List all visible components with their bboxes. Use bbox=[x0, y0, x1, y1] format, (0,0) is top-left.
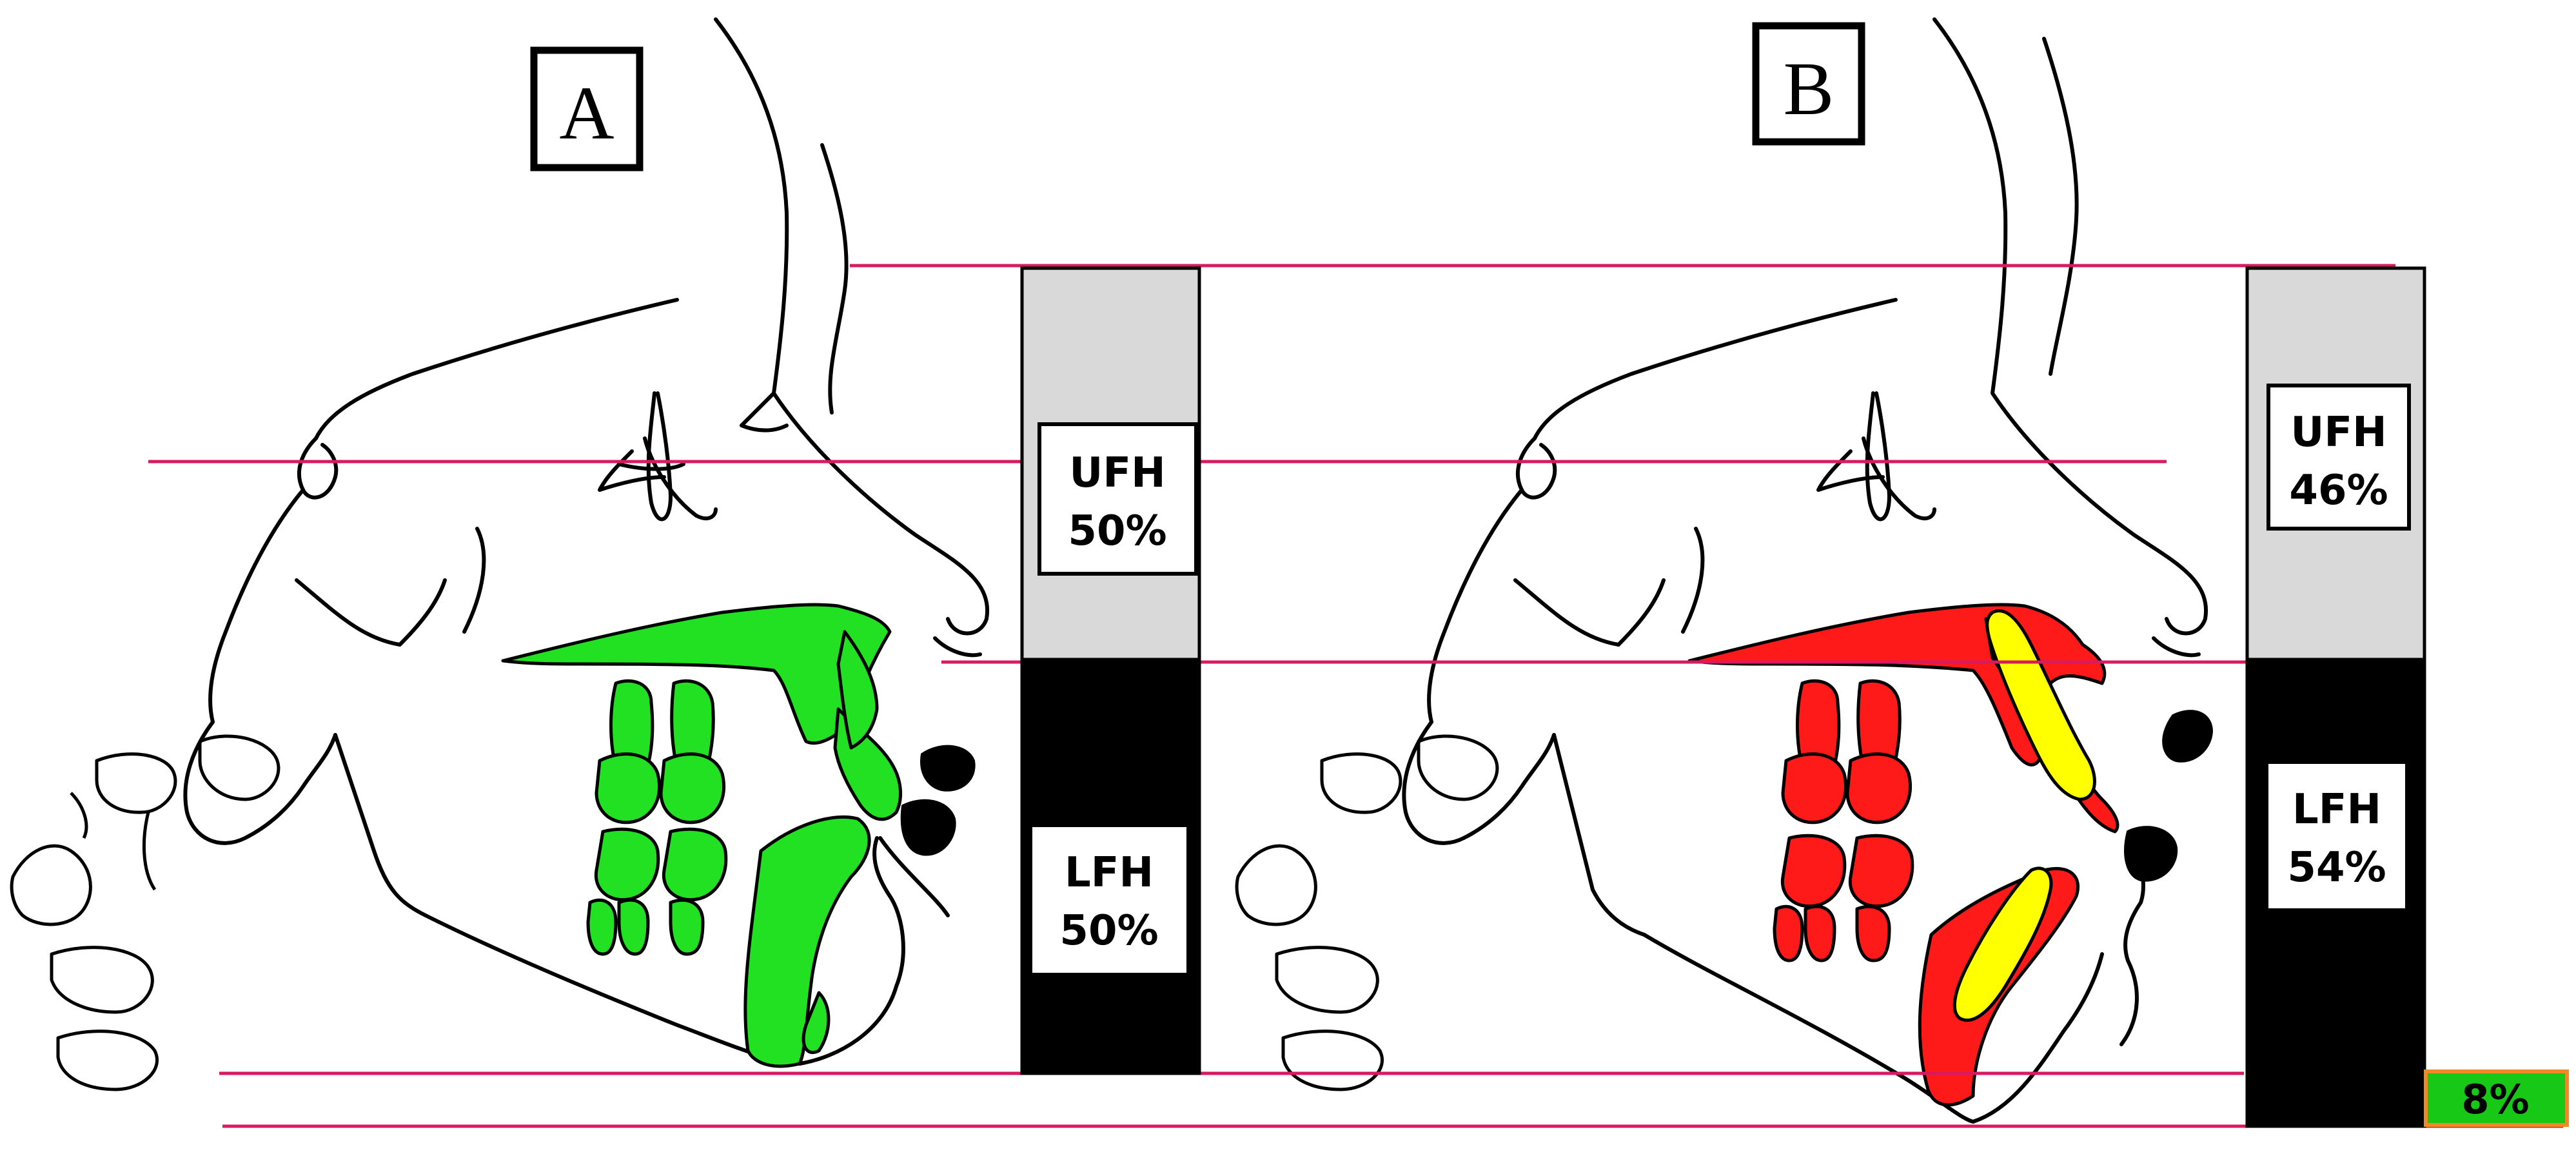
panel-b-skull-outline bbox=[1402, 17, 2208, 1124]
lfh-label-b-name: LFH bbox=[2292, 786, 2381, 834]
panel-a-letter: A bbox=[559, 71, 614, 155]
proportion-bar-a: UFH 50% LFH 50% bbox=[1020, 266, 1201, 1075]
lfh-label-b: LFH 54% bbox=[2265, 760, 2409, 912]
difference-value: 8% bbox=[2461, 1076, 2529, 1123]
lfh-label-a-name: LFH bbox=[1065, 849, 1154, 897]
lfh-label-a: LFH 50% bbox=[1028, 823, 1190, 977]
panel-a-skull-outline bbox=[183, 17, 990, 1066]
lfh-label-a-value: 50% bbox=[1059, 907, 1158, 955]
ufh-label-b: UFH 46% bbox=[2266, 384, 2411, 531]
ufh-label-b-value: 46% bbox=[2289, 467, 2388, 514]
panel-a-vertebrae bbox=[10, 734, 280, 1091]
panel-b-vertebrae bbox=[1235, 734, 1499, 1091]
difference-badge: 8% bbox=[2424, 1069, 2569, 1127]
panel-b-letter: B bbox=[1784, 46, 1834, 131]
panel-a-skeleton-green bbox=[501, 603, 903, 1068]
lfh-label-b-value: 54% bbox=[2287, 844, 2386, 892]
panel-b: B bbox=[1235, 17, 2214, 1124]
panel-b-letter-box: B bbox=[1752, 22, 1865, 146]
reference-lines bbox=[148, 264, 2563, 1128]
panel-b-overlay-yellow bbox=[1952, 609, 2096, 1022]
ufh-label-a-value: 50% bbox=[1068, 507, 1166, 555]
ufh-label-a-name: UFH bbox=[1069, 449, 1165, 497]
panel-b-skeleton-red bbox=[1687, 603, 2119, 1107]
ufh-label-b-name: UFH bbox=[2290, 409, 2386, 456]
panel-b-lips bbox=[2124, 710, 2214, 882]
panel-a-lips bbox=[900, 745, 976, 856]
proportion-bar-b: UFH 46% LFH 54% bbox=[2245, 266, 2426, 1128]
ufh-label-a: UFH 50% bbox=[1037, 422, 1198, 576]
panel-a: A bbox=[10, 17, 990, 1091]
panel-a-letter-box: A bbox=[530, 46, 644, 171]
